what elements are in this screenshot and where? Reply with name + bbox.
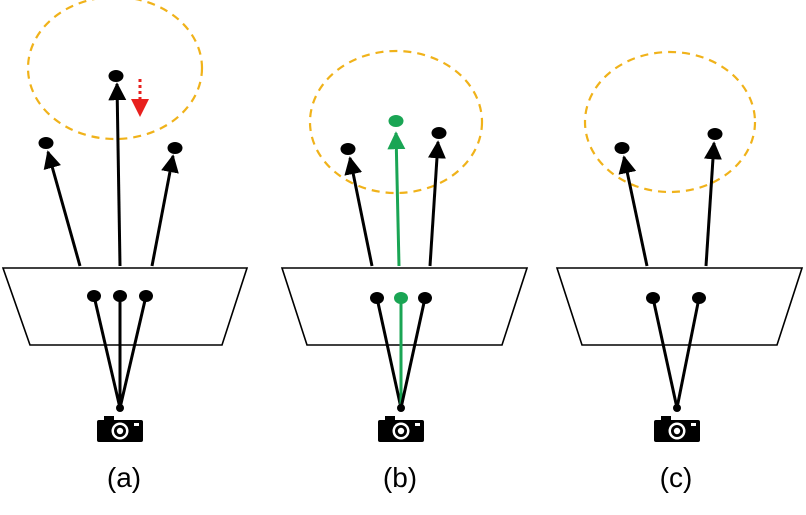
image-point-b-3 <box>418 292 432 304</box>
scene-point-b-3 <box>431 127 447 139</box>
projection-ray-a-3 <box>150 154 179 267</box>
projection-ray-a-1 <box>43 150 82 267</box>
projection-ray-c-1 <box>618 155 649 267</box>
camera-icon <box>378 416 424 442</box>
projection-ray-b-1 <box>344 156 374 267</box>
scene-point-a-2 <box>108 70 124 82</box>
camera-center-c <box>673 404 681 412</box>
scene-point-b-2 <box>388 115 404 127</box>
image-plane-a <box>1 267 249 346</box>
image-point-c-2 <box>692 292 706 304</box>
region-ellipse-b <box>308 49 484 195</box>
scene-point-c-2 <box>707 128 723 140</box>
camera-ray-c-2 <box>675 297 701 409</box>
scene-point-c-1 <box>614 142 630 154</box>
image-plane-c <box>555 267 804 346</box>
camera-center-b <box>397 404 405 412</box>
scene-point-b-1 <box>340 143 356 155</box>
camera-icon <box>654 416 700 442</box>
image-point-a-1 <box>87 290 101 302</box>
camera-center-a <box>116 404 124 412</box>
panel-label-c: (c) <box>659 462 693 493</box>
image-point-a-3 <box>139 290 153 302</box>
panel-a <box>1 0 249 442</box>
region-ellipse-a <box>26 0 204 141</box>
region-ellipse-c <box>583 50 757 194</box>
projection-ray-b-2 <box>387 131 406 267</box>
panel-label-a: (a) <box>106 462 142 493</box>
image-point-b-1 <box>370 292 384 304</box>
panel-label-b: (b) <box>382 462 418 493</box>
scene-point-a-3 <box>167 142 183 154</box>
camera-ray-a-1 <box>92 295 122 409</box>
panel-c <box>555 50 804 442</box>
projection-ray-a-2 <box>108 82 127 267</box>
scene-point-a-1 <box>38 137 54 149</box>
image-point-a-2 <box>113 290 127 302</box>
panel-b <box>280 49 529 442</box>
image-point-b-2 <box>394 292 408 304</box>
image-point-c-1 <box>646 292 660 304</box>
projection-ray-b-3 <box>427 140 446 267</box>
projection-ray-c-2 <box>703 141 722 267</box>
camera-icon <box>97 416 143 442</box>
image-plane-b <box>280 267 529 346</box>
camera-ray-b-3 <box>399 297 427 409</box>
camera-ray-b-1 <box>375 297 403 409</box>
camera-ray-a-3 <box>118 295 148 409</box>
camera-ray-c-1 <box>651 297 679 409</box>
